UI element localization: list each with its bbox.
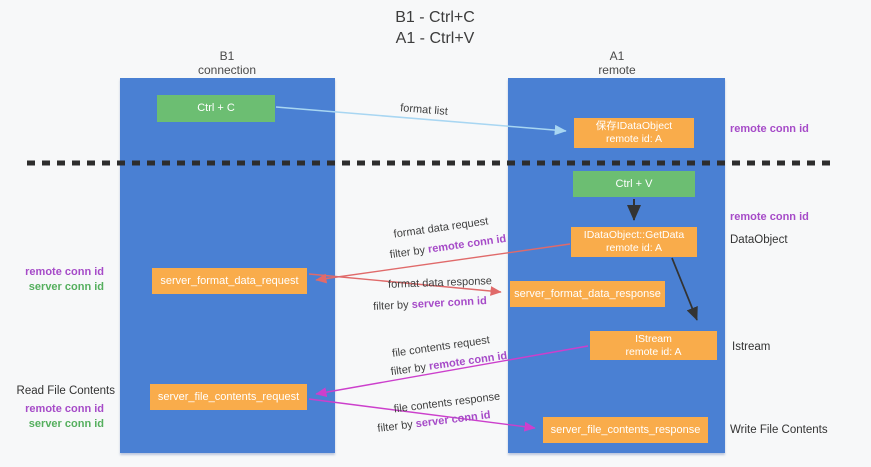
node-save-idataobject-line1: 保存IDataObject xyxy=(595,120,673,132)
column-b1-subtitle: connection xyxy=(197,63,257,77)
annotation-istream: Istream xyxy=(732,341,771,353)
annotation-conn-ids-left-1: remote conn id server conn id xyxy=(0,265,104,295)
annotation-remote-conn-id-left-1: remote conn id xyxy=(25,266,104,278)
node-server-format-data-response-label: server_format_data_response xyxy=(514,287,661,300)
node-ctrl-c: Ctrl + C xyxy=(157,95,275,122)
node-istream: IStream remote id: A xyxy=(590,331,717,360)
label-format-data-response: format data response xyxy=(387,275,493,291)
annotation-read-file-contents: Read File Contents xyxy=(16,385,115,397)
node-save-idataobject-line2: remote id: A xyxy=(605,133,663,145)
node-idataobject-getdata-line1: IDataObject::GetData xyxy=(583,229,685,241)
node-ctrl-v: Ctrl + V xyxy=(573,171,695,197)
server-conn-id-text: server conn id xyxy=(411,295,488,311)
column-a1-name: A1 xyxy=(609,49,625,63)
annotation-conn-ids-left-2: remote conn id server conn id xyxy=(0,402,104,432)
filter-by-text: filter by xyxy=(390,361,427,379)
node-server-format-data-request-label: server_format_data_request xyxy=(160,274,299,287)
server-conn-id-text: server conn id xyxy=(415,409,492,431)
title-line-2: A1 - Ctrl+V xyxy=(395,30,475,47)
remote-conn-id-text: remote conn id xyxy=(427,232,507,256)
annotation-remote-conn-id-right: remote conn id xyxy=(730,211,809,223)
remote-conn-id-text: remote conn id xyxy=(428,349,508,373)
node-server-file-contents-response: server_file_contents_response xyxy=(543,417,708,443)
column-header-b1: B1 connection xyxy=(157,49,297,77)
annotation-write-file-contents: Write File Contents xyxy=(730,424,828,436)
node-save-idataobject: 保存IDataObject remote id: A xyxy=(574,118,694,148)
node-istream-line1: IStream xyxy=(635,332,672,345)
annotation-remote-conn-id-left-2: remote conn id xyxy=(25,403,104,415)
column-a1-subtitle: remote xyxy=(598,63,636,77)
column-b1-name: B1 xyxy=(219,49,235,63)
node-ctrl-c-label: Ctrl + C xyxy=(197,102,235,114)
filter-by-text: filter by xyxy=(389,244,426,262)
diagram-title: B1 - Ctrl+C A1 - Ctrl+V xyxy=(285,7,585,49)
node-idataobject-getdata: IDataObject::GetData remote id: A xyxy=(571,227,697,257)
annotation-server-conn-id-left-1: server conn id xyxy=(28,281,104,293)
filter-by-text: filter by xyxy=(376,418,414,435)
node-server-format-data-request: server_format_data_request xyxy=(152,268,307,294)
node-istream-line2: remote id: A xyxy=(625,345,682,358)
node-server-file-contents-request-label: server_file_contents_request xyxy=(157,390,300,403)
node-server-format-data-response: server_format_data_response xyxy=(510,281,665,307)
annotation-dataobject: DataObject xyxy=(730,234,788,246)
node-ctrl-v-label: Ctrl + V xyxy=(615,177,653,190)
label-format-list: format list xyxy=(399,102,449,118)
annotation-remote-conn-id-top-right: remote conn id xyxy=(730,123,809,135)
title-line-1: B1 - Ctrl+C xyxy=(395,9,475,26)
filter-by-text: filter by xyxy=(372,299,409,313)
node-server-file-contents-response-label: server_file_contents_response xyxy=(550,423,701,436)
node-idataobject-getdata-line2: remote id: A xyxy=(605,242,663,254)
node-server-file-contents-request: server_file_contents_request xyxy=(150,384,307,410)
column-header-a1: A1 remote xyxy=(547,49,687,77)
annotation-server-conn-id-left-2: server conn id xyxy=(28,418,104,430)
label-filter-by-server-conn-id-1: filter by server conn id xyxy=(373,295,487,313)
